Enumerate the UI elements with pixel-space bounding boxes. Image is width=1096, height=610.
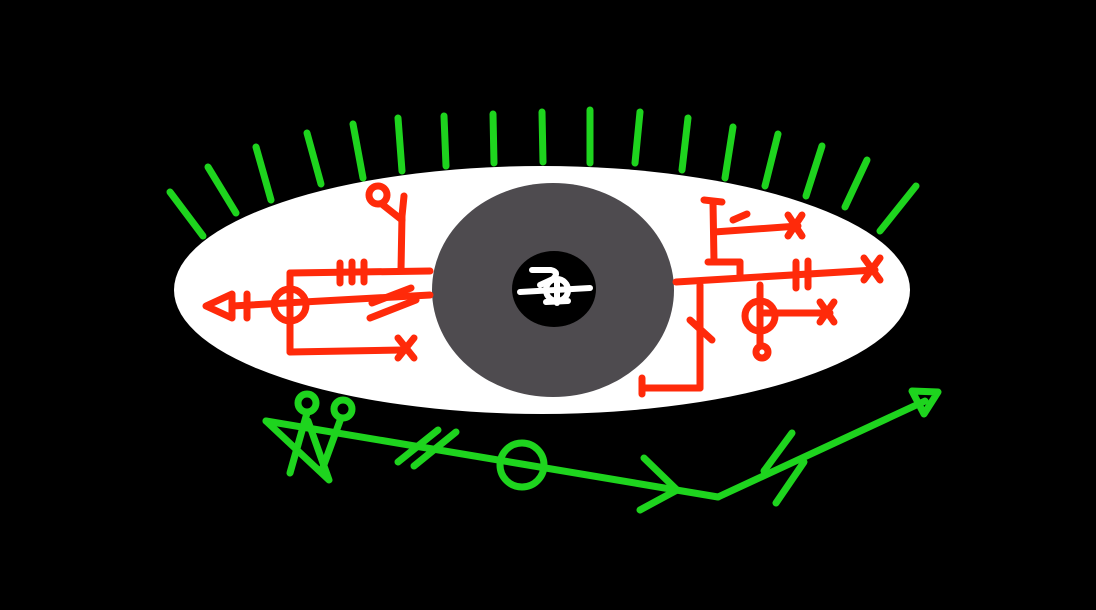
eyelash bbox=[252, 143, 275, 204]
eyelash bbox=[440, 112, 450, 170]
eyelash bbox=[802, 142, 826, 200]
left-red-sigil bbox=[202, 182, 434, 362]
pupil-glyph bbox=[517, 267, 593, 306]
eyelash bbox=[678, 114, 692, 174]
eyelash bbox=[394, 114, 406, 175]
green-sigil bbox=[262, 387, 942, 514]
eyelash bbox=[721, 123, 737, 182]
eyelash bbox=[631, 108, 644, 167]
eyelash bbox=[538, 108, 547, 166]
eyelash bbox=[761, 130, 782, 190]
eyelash bbox=[303, 129, 325, 188]
eyelash bbox=[489, 110, 498, 167]
eyelash bbox=[204, 163, 240, 217]
eyelash bbox=[349, 120, 367, 182]
right-red-sigil bbox=[638, 196, 884, 398]
eyelash bbox=[166, 188, 207, 240]
eyelashes bbox=[166, 106, 920, 240]
eyelash bbox=[841, 156, 871, 211]
eyelash bbox=[876, 182, 920, 235]
